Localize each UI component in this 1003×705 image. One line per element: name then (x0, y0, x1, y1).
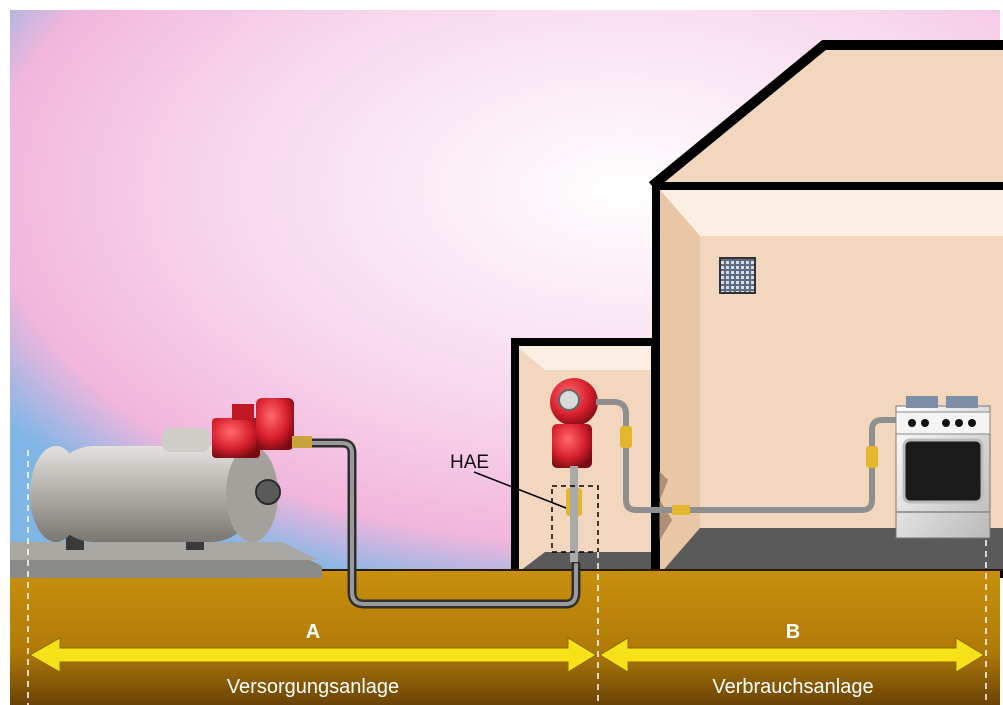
arrow-a (28, 637, 597, 673)
concrete-slab-top (10, 542, 318, 560)
ceiling-bevel (660, 190, 1003, 236)
regulator-icon (212, 398, 312, 458)
section-b-label: B (786, 621, 800, 643)
house-branch-valve (620, 426, 632, 448)
house-regulator-gauge (558, 389, 580, 411)
tank-dome (162, 428, 210, 452)
tank-valve-block (212, 418, 260, 458)
regulator-body (256, 398, 294, 450)
regulator-outlet (292, 436, 312, 448)
floor (660, 528, 1003, 574)
zone-supply-label: Versorgungsanlage (227, 676, 399, 698)
stove-icon (895, 396, 991, 539)
underground-pipe-highlight (308, 441, 578, 606)
vent-icon (719, 257, 756, 294)
zone-consumer-label: Verbrauchsanlage (712, 676, 873, 698)
wall-sleeve (672, 505, 690, 515)
section-a-label: A (306, 621, 320, 643)
arrow-icon (28, 637, 985, 673)
tank-icon (30, 428, 281, 550)
house-regulator-icon (550, 378, 900, 562)
stove-knob (955, 419, 963, 427)
stove-burner-right (946, 396, 978, 408)
house-regulator-body (552, 424, 592, 468)
meter-room-floor (516, 552, 652, 574)
stove-knob (908, 419, 916, 427)
roof-outline (648, 40, 1003, 190)
stove-knob (968, 419, 976, 427)
hae-label: HAE (450, 452, 489, 473)
stove-oven-door (902, 438, 984, 504)
tank-end-right (226, 446, 278, 542)
tank-flange (255, 479, 281, 505)
stove-burner-left (906, 396, 938, 408)
hae-box (551, 485, 599, 553)
tank-end-left (30, 446, 82, 542)
hae-pointer (473, 471, 567, 509)
stove-valve (866, 446, 878, 468)
house-regulator-pipe (570, 466, 578, 562)
stove-knob (921, 419, 929, 427)
tank-body (50, 446, 255, 542)
house-roof (660, 45, 1003, 182)
stove-knob (942, 419, 950, 427)
regulator-cap (232, 404, 254, 420)
arrow-b (599, 637, 985, 673)
ground (10, 570, 1000, 705)
house-branch-pipe (596, 399, 900, 513)
meter-room-ceiling (516, 346, 652, 370)
left-wall-bevel (660, 190, 700, 574)
